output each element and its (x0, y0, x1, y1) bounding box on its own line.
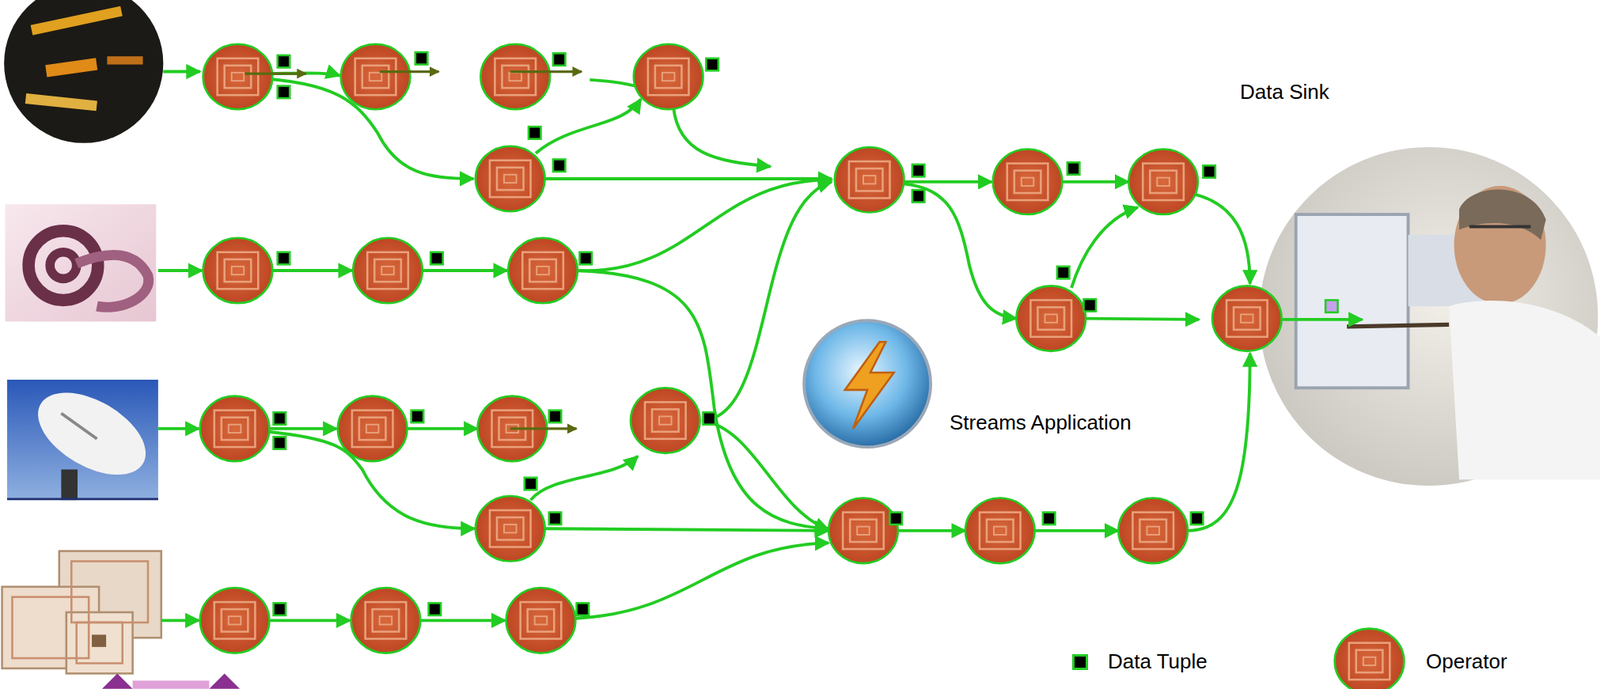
data-sink-photo (1258, 147, 1600, 486)
operators (200, 44, 1282, 654)
data-tuples (273, 52, 1339, 616)
satellite-dish-icon (7, 375, 160, 501)
internal-arrows (244, 72, 582, 429)
legend-text: Operator (1425, 650, 1508, 675)
legend-text: Data Tuple (1107, 650, 1208, 675)
stock-ticker-icon (3, 0, 164, 144)
legend-swatch (1072, 654, 1089, 671)
legend-operator-sample (1334, 629, 1405, 689)
label-text: Data Sink (1239, 80, 1330, 105)
email-icon (4, 204, 156, 322)
streams-logo (803, 320, 931, 448)
label-text: Streams Application (949, 411, 1132, 436)
stream-connectors (158, 72, 1363, 622)
